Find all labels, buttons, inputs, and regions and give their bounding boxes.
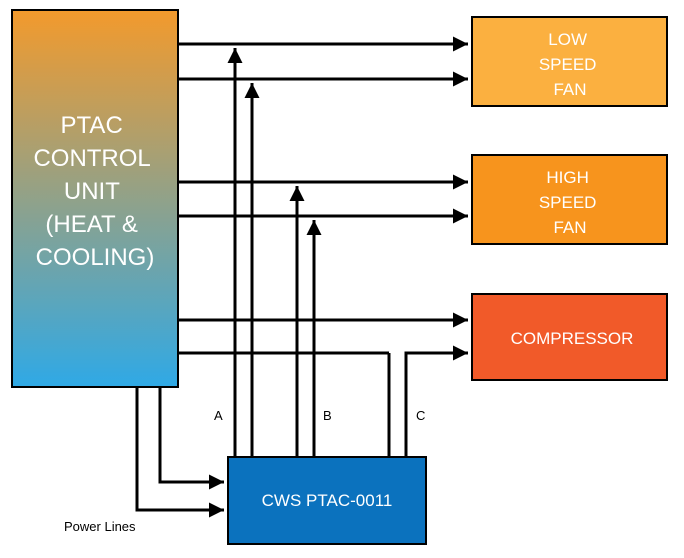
cws-ptac-module-label: CWS PTAC-0011 [262,491,393,510]
high-speed-fan-label: HIGH SPEED FAN [539,168,601,237]
compressor-box [471,293,668,381]
wire-label-c: C [416,408,425,423]
power-line-1 [158,387,224,490]
ptac-control-unit-label: PTAC CONTROL UNIT (HEAT & COOLING) [33,112,156,271]
wire-label-a: A [214,408,223,423]
ptac-control-unit-box [11,9,179,388]
power-line-2 [135,387,224,518]
wire-compressor-3 [404,345,468,457]
low-speed-fan-label: LOW SPEED FAN [539,30,601,99]
low-speed-fan-box [471,16,668,107]
wire-label-b: B [323,408,332,423]
cws-ptac-module-box [227,456,427,545]
control-wires [135,36,468,518]
power-lines-label: Power Lines [64,519,136,534]
high-speed-fan-box [471,154,668,245]
compressor-label: COMPRESSOR [511,329,634,348]
